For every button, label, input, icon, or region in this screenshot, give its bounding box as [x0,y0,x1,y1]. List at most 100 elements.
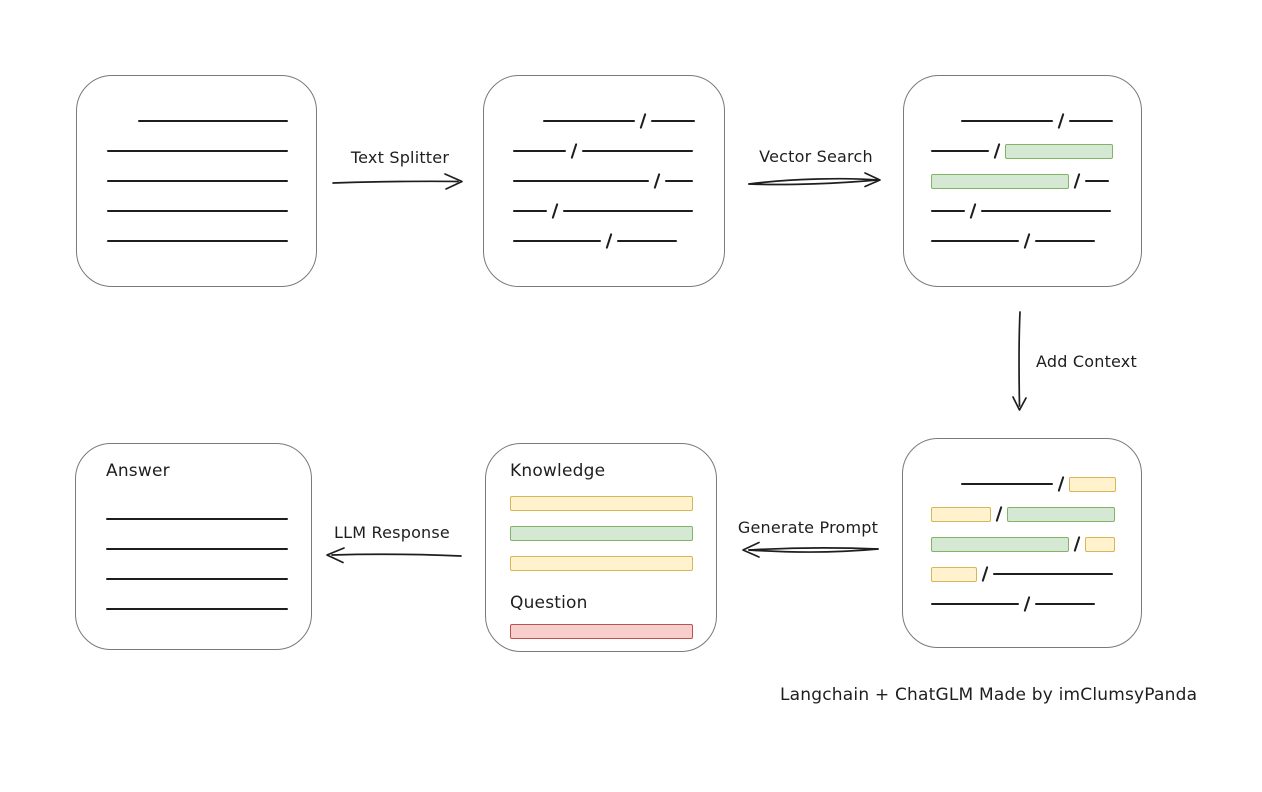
chunk-row [931,226,1141,256]
text-line [1085,180,1109,182]
text-splitter-arrow: Text Splitter [330,148,470,194]
text-line [107,150,288,152]
slash-separator [969,203,977,219]
prompt-box: Knowledge Question [485,443,717,652]
chunk-lines [484,76,724,256]
green-chunk [1005,143,1113,159]
chunk-row [961,469,1141,499]
text-line [138,120,288,122]
text-line [1069,120,1113,122]
text-line [513,180,649,182]
answer-box: Answer [75,443,312,650]
question-bar [510,616,693,646]
red-chunk [510,623,693,639]
slash-separator [605,233,613,249]
text-line [993,573,1113,575]
text-line [563,210,693,212]
chunk-row [543,106,724,136]
chunk-row [931,196,1141,226]
text-line [513,210,547,212]
yellow-chunk [931,566,977,582]
vector-search-result-box [903,75,1142,287]
chunk-row [931,589,1141,619]
chunk-row [510,488,693,518]
chunk-row [107,136,316,166]
chunk-row [107,166,316,196]
diagram-caption: Langchain + ChatGLM Made by imClumsyPand… [780,685,1198,705]
add-context-arrow [1009,310,1031,416]
slash-separator [1057,113,1065,129]
slash-separator [639,113,647,129]
vector-search-arrow: Vector Search [746,147,886,193]
question-label: Question [510,593,588,613]
green-chunk [931,536,1069,552]
chunk-row [931,529,1141,559]
context-chunk-lines [903,439,1141,619]
text-line [106,608,288,610]
generate-prompt-arrow-label: Generate Prompt [737,518,879,537]
chunk-row [931,559,1141,589]
slash-separator [1073,173,1081,189]
chunk-row [961,106,1141,136]
right-arrow-icon [332,173,463,190]
generate-prompt-arrow: Generate Prompt [733,518,883,562]
knowledge-label: Knowledge [510,461,606,481]
chunk-row [931,166,1141,196]
source-document-box [76,75,317,287]
text-line [107,180,288,182]
slash-separator [1023,233,1031,249]
chunk-row [931,499,1141,529]
chunk-row [510,548,693,578]
text-line [931,150,989,152]
text-line [665,180,693,182]
left-arrow-icon [742,541,879,558]
text-line [107,240,288,242]
text-line [1035,240,1095,242]
text-line [582,150,693,152]
text-line [543,120,635,122]
document-lines [77,76,316,256]
text-line [513,150,566,152]
chunk-row [513,226,724,256]
add-context-arrow-label: Add Context [1036,352,1137,371]
searched-chunk-lines [904,76,1141,256]
yellow-chunk [510,495,693,511]
llm-response-arrow: LLM Response [318,523,466,567]
slash-separator [993,143,1001,159]
answer-label: Answer [106,461,170,481]
slash-separator [981,566,989,582]
text-line [106,548,288,550]
text-line [1035,603,1095,605]
slash-separator [570,143,578,159]
green-chunk [931,173,1069,189]
text-line [931,603,1019,605]
answer-lines [106,504,311,624]
yellow-chunk [1069,476,1116,492]
chunk-row [106,564,311,594]
text-line [931,240,1019,242]
split-chunks-box [483,75,725,287]
text-splitter-arrow-label: Text Splitter [350,148,450,167]
text-line [651,120,695,122]
down-arrow-icon [1012,311,1027,411]
chunk-row [931,136,1141,166]
green-chunk [510,525,693,541]
text-line [981,210,1111,212]
yellow-chunk [931,506,991,522]
text-line [106,518,288,520]
left-arrow-icon [326,547,462,564]
llm-response-arrow-label: LLM Response [334,523,450,542]
chunk-row [106,504,311,534]
chunk-row [513,196,724,226]
slash-separator [653,173,661,189]
text-line [513,240,601,242]
text-line [931,210,965,212]
chunk-row [513,136,724,166]
yellow-chunk [510,555,693,571]
context-chunks-box [902,438,1142,648]
slash-separator [995,506,1003,522]
chunk-row [513,166,724,196]
yellow-chunk [1085,536,1115,552]
text-line [961,120,1053,122]
